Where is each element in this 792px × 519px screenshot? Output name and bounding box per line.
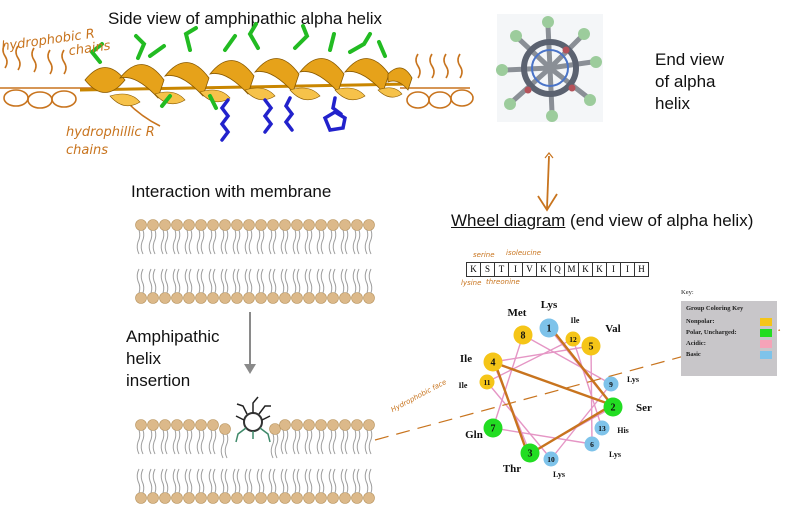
insertion-line3: insertion [126, 371, 191, 390]
key-color-swatch [760, 339, 772, 348]
wheel-residue-label: Lys [609, 450, 621, 459]
sequence-cell: K [466, 262, 481, 277]
wheel-residue-label: Gln [465, 429, 483, 441]
insertion-line1: Amphipathic [126, 327, 220, 346]
key-title: Key: [681, 289, 694, 296]
lysine-annotation: lysine [461, 279, 482, 287]
hydrophobic-face-annotation: Hydrophobic face [389, 378, 448, 414]
wheel-residue-number: 4 [491, 358, 496, 369]
end-view-line3: helix [655, 94, 690, 113]
threonine-annotation: threonine [486, 278, 520, 286]
wheel-residue-label: Val [605, 323, 621, 335]
key-row-label: Acidic: [686, 340, 706, 347]
sequence-cell: M [564, 262, 579, 277]
wheel-residue-label: Ile [459, 381, 468, 390]
helix-ribbon [79, 58, 413, 107]
wheel-residue-circle [543, 451, 559, 467]
wheel-residue-number: 5 [589, 342, 594, 353]
key-row: Polar, Uncharged: [686, 327, 772, 338]
wheel-residue-label: Ile [571, 316, 580, 325]
key-box: Group Coloring Key Nonpolar: Polar, Uncha… [681, 301, 777, 376]
wheel-residue-number: 2 [611, 403, 616, 414]
sequence-cell: I [620, 262, 635, 277]
sequence-cell: I [606, 262, 621, 277]
wheel-residue-circle [483, 418, 503, 438]
wheel-residue-circle [513, 325, 533, 345]
end-view-line1: End view [655, 50, 724, 69]
wheel-residue-number: 1 [547, 324, 552, 335]
wheel-residue-label: Lys [541, 299, 558, 311]
wheel-residue-circle [520, 443, 540, 463]
sequence-cell: I [508, 262, 523, 277]
sequence-cell: H [634, 262, 649, 277]
wheel-residue-circle [603, 397, 623, 417]
wheel-residue-number: 11 [483, 378, 490, 387]
hydrophobic-annotation: hydrophobic R chains [0, 26, 111, 69]
wheel-residue-label: His [617, 426, 629, 435]
end-view-line2: of alpha [655, 72, 716, 91]
wheel-residue-circle [581, 336, 601, 356]
wheel-residue-number: 8 [521, 331, 526, 342]
key-row: Acidic: [686, 338, 772, 349]
wheel-residue-circle [594, 420, 610, 436]
wheel-residue-number: 3 [528, 449, 533, 460]
sequence-cell: V [522, 262, 537, 277]
wheel-residue-circle [603, 376, 619, 392]
wheel-residue-number: 7 [491, 424, 496, 435]
wheel-residue-number: 12 [569, 335, 577, 344]
side-view-title: Side view of amphipathic alpha helix [108, 9, 383, 28]
end-view-title: End view of alpha helix [655, 49, 724, 115]
sequence-cell: K [536, 262, 551, 277]
key-group-title: Group Coloring Key [686, 305, 744, 312]
wheel-title: Wheel diagram (end view of alpha helix) [451, 211, 753, 231]
wheel-residue-label: Thr [503, 463, 521, 475]
sequence-cell: Q [550, 262, 565, 277]
serine-annotation: serine [473, 251, 495, 259]
key-color-swatch [760, 317, 772, 326]
hydrophilic-label-line2: chains [66, 143, 108, 158]
sequence-cell: T [494, 262, 509, 277]
wheel-title-rest: (end view of alpha helix) [565, 211, 754, 230]
isoleucine-annotation: isoleucine [506, 249, 542, 257]
wheel-residue-label: Met [508, 307, 527, 319]
key-row: Basic [686, 349, 772, 360]
sequence-cell: S [480, 262, 495, 277]
key-panel: Key: Group Coloring Key Nonpolar: Polar, … [681, 289, 779, 376]
wheel-residue-number: 13 [598, 424, 606, 433]
wheel-residue-number: 10 [547, 455, 555, 464]
sequence-cell: K [592, 262, 607, 277]
wheel-residue-circle [479, 374, 495, 390]
sequence-cell: K [578, 262, 593, 277]
wheel-residue-label: Ser [636, 402, 652, 414]
key-row-label: Polar, Uncharged: [686, 329, 737, 336]
wheel-residue-circle [584, 436, 600, 452]
wheel-residue-circle [483, 352, 503, 372]
hydrophilic-annotation: hydrophillic R chains [66, 124, 155, 160]
wheel-residue-circle [539, 318, 559, 338]
wheel-residue-label: Lys [627, 375, 639, 384]
key-rows: Nonpolar: Polar, Uncharged: Acidic: Basic [686, 316, 772, 360]
key-color-swatch [760, 328, 772, 337]
insertion-line2: helix [126, 349, 161, 368]
key-row: Nonpolar: [686, 316, 772, 327]
wheel-residue-number: 6 [590, 440, 594, 449]
key-row-label: Nonpolar: [686, 318, 715, 325]
interaction-title: Interaction with membrane [131, 182, 332, 201]
wheel-residue-number: 9 [609, 380, 613, 389]
wheel-title-underlined: Wheel diagram [451, 211, 566, 230]
key-row-label: Basic [686, 351, 701, 358]
wheel-residue-label: Ile [460, 353, 472, 365]
insertion-label: Amphipathic helix insertion [126, 326, 220, 392]
wheel-residue-circle [565, 331, 581, 347]
hydrophilic-label-line1: hydrophillic R [66, 125, 155, 140]
key-color-swatch [760, 350, 772, 359]
wheel-residue-label: Lys [553, 470, 565, 479]
